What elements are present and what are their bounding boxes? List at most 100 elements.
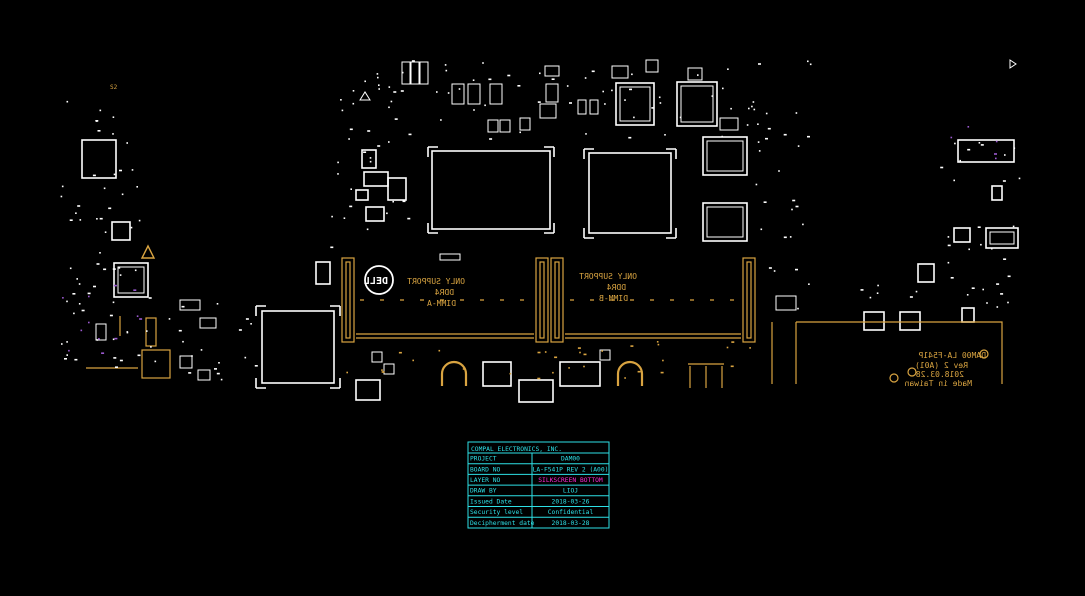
- via-dot: [369, 160, 372, 163]
- via-dot: [113, 284, 117, 287]
- via-dot: [711, 95, 714, 97]
- via-dot: [407, 217, 411, 220]
- via-dot: [341, 109, 344, 112]
- via-dot: [411, 60, 415, 62]
- via-dot: [66, 300, 68, 303]
- via-dot: [659, 102, 662, 104]
- via-dot: [119, 169, 122, 172]
- via-dot: [364, 80, 366, 83]
- via-dot: [568, 367, 570, 369]
- via-dot: [980, 144, 984, 146]
- via-dot: [76, 278, 78, 280]
- via-dot: [78, 283, 81, 285]
- via-dot: [539, 72, 541, 75]
- via-dot: [112, 116, 115, 118]
- via-dot: [88, 295, 90, 298]
- dimm-a-line2: DDR4: [435, 288, 454, 297]
- via-dot: [131, 169, 134, 171]
- via-dot: [730, 365, 734, 368]
- via-dot: [631, 73, 633, 76]
- via-dot: [953, 179, 955, 182]
- via-dot: [168, 318, 171, 320]
- via-dot: [968, 248, 970, 251]
- via-dot: [331, 215, 333, 218]
- via-dot: [99, 252, 101, 254]
- via-dot: [517, 85, 521, 87]
- via-dot: [64, 358, 67, 360]
- via-dot: [103, 187, 106, 190]
- via-dot: [876, 292, 879, 294]
- via-dot: [760, 228, 763, 231]
- via-dot: [68, 349, 70, 352]
- via-dot: [611, 89, 613, 92]
- via-dot: [62, 297, 64, 299]
- via-dot: [940, 166, 944, 169]
- via-dot: [765, 137, 768, 140]
- via-dot: [98, 338, 100, 340]
- via-dot: [583, 353, 587, 356]
- via-dot: [72, 293, 76, 295]
- title-block-row-label: Decipherment date: [470, 520, 535, 527]
- via-dot: [792, 199, 796, 202]
- via-dot: [69, 267, 72, 270]
- via-dot: [660, 371, 664, 374]
- via-dot: [749, 347, 751, 349]
- via-dot: [797, 145, 800, 147]
- via-dot: [637, 370, 641, 373]
- via-dot: [995, 157, 997, 160]
- via-dot: [746, 124, 749, 126]
- via-dot: [148, 297, 152, 299]
- via-dot: [472, 79, 475, 81]
- via-dot: [624, 99, 626, 101]
- via-dot: [378, 84, 380, 86]
- via-dot: [966, 294, 969, 296]
- component-cluster-left-mid: [81, 139, 461, 298]
- via-dot: [994, 153, 997, 155]
- via-dot: [66, 341, 68, 343]
- title-block-row-value: 2018-03-26: [552, 498, 590, 505]
- via-dot: [959, 159, 961, 162]
- via-dot: [789, 236, 792, 238]
- warning-triangle-icon: [140, 244, 156, 259]
- via-dot: [537, 377, 541, 380]
- via-dot: [986, 302, 988, 304]
- via-dot: [751, 105, 753, 108]
- via-dot: [1007, 301, 1009, 304]
- via-dot: [400, 90, 404, 92]
- title-block-row-label: DRAW BY: [470, 488, 497, 495]
- via-dot: [349, 128, 353, 131]
- via-dot: [200, 349, 203, 351]
- via-dot: [366, 228, 369, 231]
- via-dot: [352, 102, 355, 105]
- via-dot: [967, 126, 970, 128]
- via-dot: [96, 218, 98, 220]
- via-dot: [462, 368, 465, 370]
- via-dot: [150, 346, 152, 348]
- via-dot: [444, 64, 447, 66]
- via-dot: [390, 100, 393, 103]
- component-cluster-top: [401, 59, 739, 133]
- via-dot: [778, 170, 780, 172]
- via-dot: [765, 112, 768, 115]
- via-dot: [377, 145, 381, 147]
- via-dot: [104, 231, 107, 233]
- via-dot: [99, 217, 103, 220]
- via-dot: [250, 323, 252, 325]
- via-dot: [343, 217, 346, 219]
- via-dot: [584, 77, 587, 79]
- via-dot: [947, 236, 950, 238]
- via-dot: [633, 116, 635, 119]
- via-dot: [628, 136, 632, 139]
- via-dot: [113, 357, 117, 359]
- via-dot: [363, 151, 367, 153]
- via-dot: [136, 315, 139, 317]
- via-dot: [657, 343, 660, 346]
- pb-free-mark-icon: [907, 367, 917, 377]
- via-dot: [445, 69, 448, 72]
- via-dot: [61, 343, 63, 345]
- via-dot: [348, 138, 350, 140]
- via-dot: [73, 312, 75, 315]
- via-dot: [80, 329, 83, 332]
- via-dot: [438, 349, 441, 352]
